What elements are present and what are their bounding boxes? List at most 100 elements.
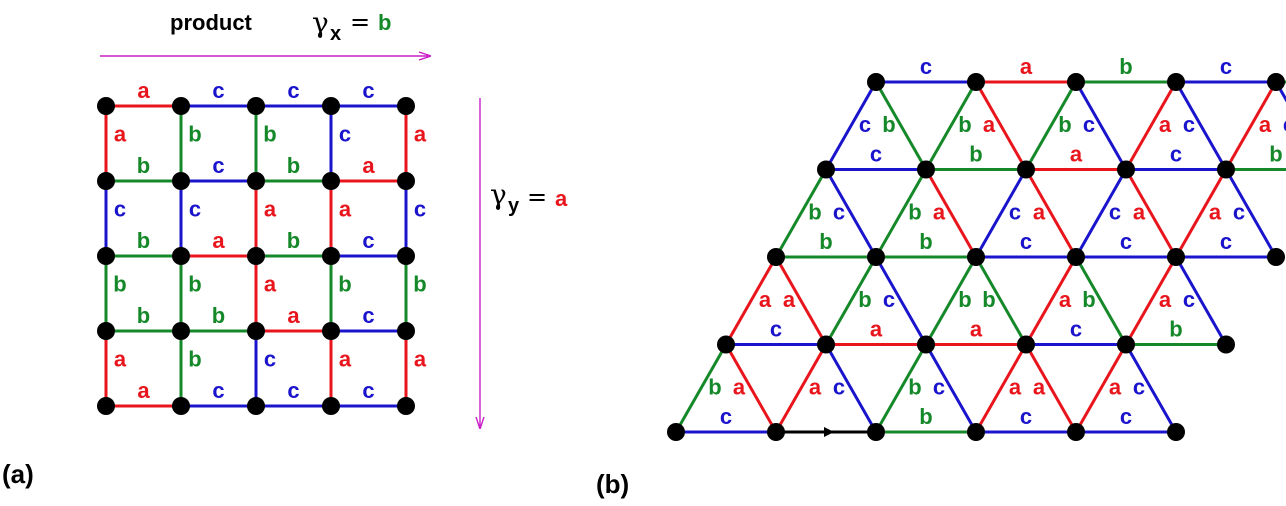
tri-node xyxy=(767,248,785,266)
tri-r-edge xyxy=(1074,168,1128,259)
square-node xyxy=(397,97,415,115)
tri-r-edge-label: a xyxy=(1259,112,1272,137)
tri-r-edge xyxy=(924,80,978,171)
tri-r-edge xyxy=(824,80,878,171)
product-label: product xyxy=(170,10,253,35)
tri-l-edge-label: c xyxy=(1233,199,1245,224)
square-node xyxy=(397,322,415,340)
triangular-lattice-edge-labels: cbcccaacbbbccccbacbcabcbbabaaabbaabbccac… xyxy=(708,54,1286,429)
triangular-lattice-edges xyxy=(674,80,1286,437)
square-node xyxy=(322,172,340,190)
tri-l-edge-label: c xyxy=(1083,112,1095,137)
tri-l-edge-label: c xyxy=(833,199,845,224)
tri-node xyxy=(867,73,885,91)
square-h-edge-label: b xyxy=(287,153,300,178)
tri-l-edge-label: b xyxy=(982,287,995,312)
tri-node xyxy=(817,335,835,354)
tri-l-edge xyxy=(924,168,978,259)
square-h-edge-label: c xyxy=(362,78,374,103)
gamma-y-equals: = xyxy=(527,183,547,211)
square-node xyxy=(322,322,340,340)
square-node xyxy=(97,172,115,190)
tri-h-edge-label: c xyxy=(770,317,782,342)
tri-r-edge xyxy=(1224,80,1278,171)
square-node xyxy=(172,97,190,115)
tri-l-edge-label: a xyxy=(733,374,746,399)
square-h-edge-label: c xyxy=(212,378,224,403)
tri-l-edge-label: a xyxy=(1033,199,1046,224)
tri-h-edge-label: a xyxy=(1020,54,1033,79)
tri-l-edge xyxy=(824,343,878,434)
tri-l-edge xyxy=(1174,255,1228,346)
tri-r-edge xyxy=(974,343,1028,434)
square-node xyxy=(97,397,115,415)
tri-r-edge-label: b xyxy=(908,199,921,224)
square-h-edge-label: b xyxy=(287,228,300,253)
tri-l-edge xyxy=(1024,168,1078,259)
tri-l-edge-label: b xyxy=(1082,287,1095,312)
square-node xyxy=(397,172,415,190)
tri-r-edge xyxy=(874,343,928,434)
square-h-edge-label: c xyxy=(362,228,374,253)
tri-r-edge-label: b xyxy=(1058,112,1071,137)
tri-l-edge-label: c xyxy=(1133,374,1145,399)
tri-node xyxy=(1167,423,1185,441)
square-v-edge-label: c xyxy=(339,122,351,147)
square-h-edge-label: a xyxy=(137,378,150,403)
square-h-edge-label: a xyxy=(362,153,375,178)
tri-r-edge-label: c xyxy=(1109,199,1121,224)
tri-r-edge-label: a xyxy=(809,374,822,399)
tri-r-edge xyxy=(774,168,828,259)
square-h-edge-label: b xyxy=(137,228,150,253)
gamma-x-value: b xyxy=(378,10,391,35)
tri-node xyxy=(867,423,885,441)
tri-r-edge-label: b xyxy=(708,374,721,399)
tri-node xyxy=(867,248,885,266)
tri-h-edge-label: c xyxy=(1220,54,1232,79)
tri-node xyxy=(967,73,985,91)
tri-h-edge-label: c xyxy=(1170,142,1182,167)
square-h-edge-label: b xyxy=(137,303,150,328)
tri-node xyxy=(1217,160,1235,179)
tri-l-edge xyxy=(1224,168,1278,259)
square-node xyxy=(172,172,190,190)
tri-l-edge-label: a xyxy=(933,199,946,224)
tri-node xyxy=(1267,73,1285,91)
square-lattice-edges xyxy=(104,104,408,408)
tri-r-edge xyxy=(924,255,978,346)
square-node xyxy=(97,97,115,115)
square-h-edge-label: c xyxy=(287,78,299,103)
square-v-edge-label: b xyxy=(188,122,201,147)
tri-h-edge-label: c xyxy=(1120,229,1132,254)
tri-l-edge xyxy=(1274,80,1286,103)
tri-r-edge-label: a xyxy=(1159,287,1172,312)
tri-l-edge xyxy=(774,255,828,346)
square-v-edge-label: b xyxy=(188,272,201,297)
square-h-edge-label: a xyxy=(137,78,150,103)
gamma-y-subscript: y xyxy=(508,195,520,217)
tri-h-edge-label: a xyxy=(870,317,883,342)
tri-h-edge-label: c xyxy=(870,142,882,167)
tri-l-edge xyxy=(874,255,928,346)
tri-r-edge xyxy=(1024,255,1078,346)
tri-r-edge-label: b xyxy=(808,199,821,224)
tri-node xyxy=(1167,73,1185,91)
tri-node xyxy=(1017,160,1035,179)
square-node xyxy=(97,322,115,340)
tri-node xyxy=(1167,248,1185,266)
tri-l-edge xyxy=(1074,255,1128,346)
tri-l-edge-label: a xyxy=(1033,374,1046,399)
tri-l-edge-label: c xyxy=(1183,287,1195,312)
tri-l-edge xyxy=(1124,168,1178,259)
square-node xyxy=(322,97,340,115)
square-h-edge-label: a xyxy=(287,303,300,328)
square-node xyxy=(397,247,415,265)
tri-l-edge xyxy=(824,168,878,259)
tri-node xyxy=(917,160,935,179)
tri-h-edge-label: c xyxy=(920,54,932,79)
square-node xyxy=(247,247,265,265)
tri-h-edge-label: b xyxy=(1269,142,1282,167)
square-h-edge-label: c xyxy=(362,378,374,403)
square-v-edge-label: a xyxy=(114,122,127,147)
